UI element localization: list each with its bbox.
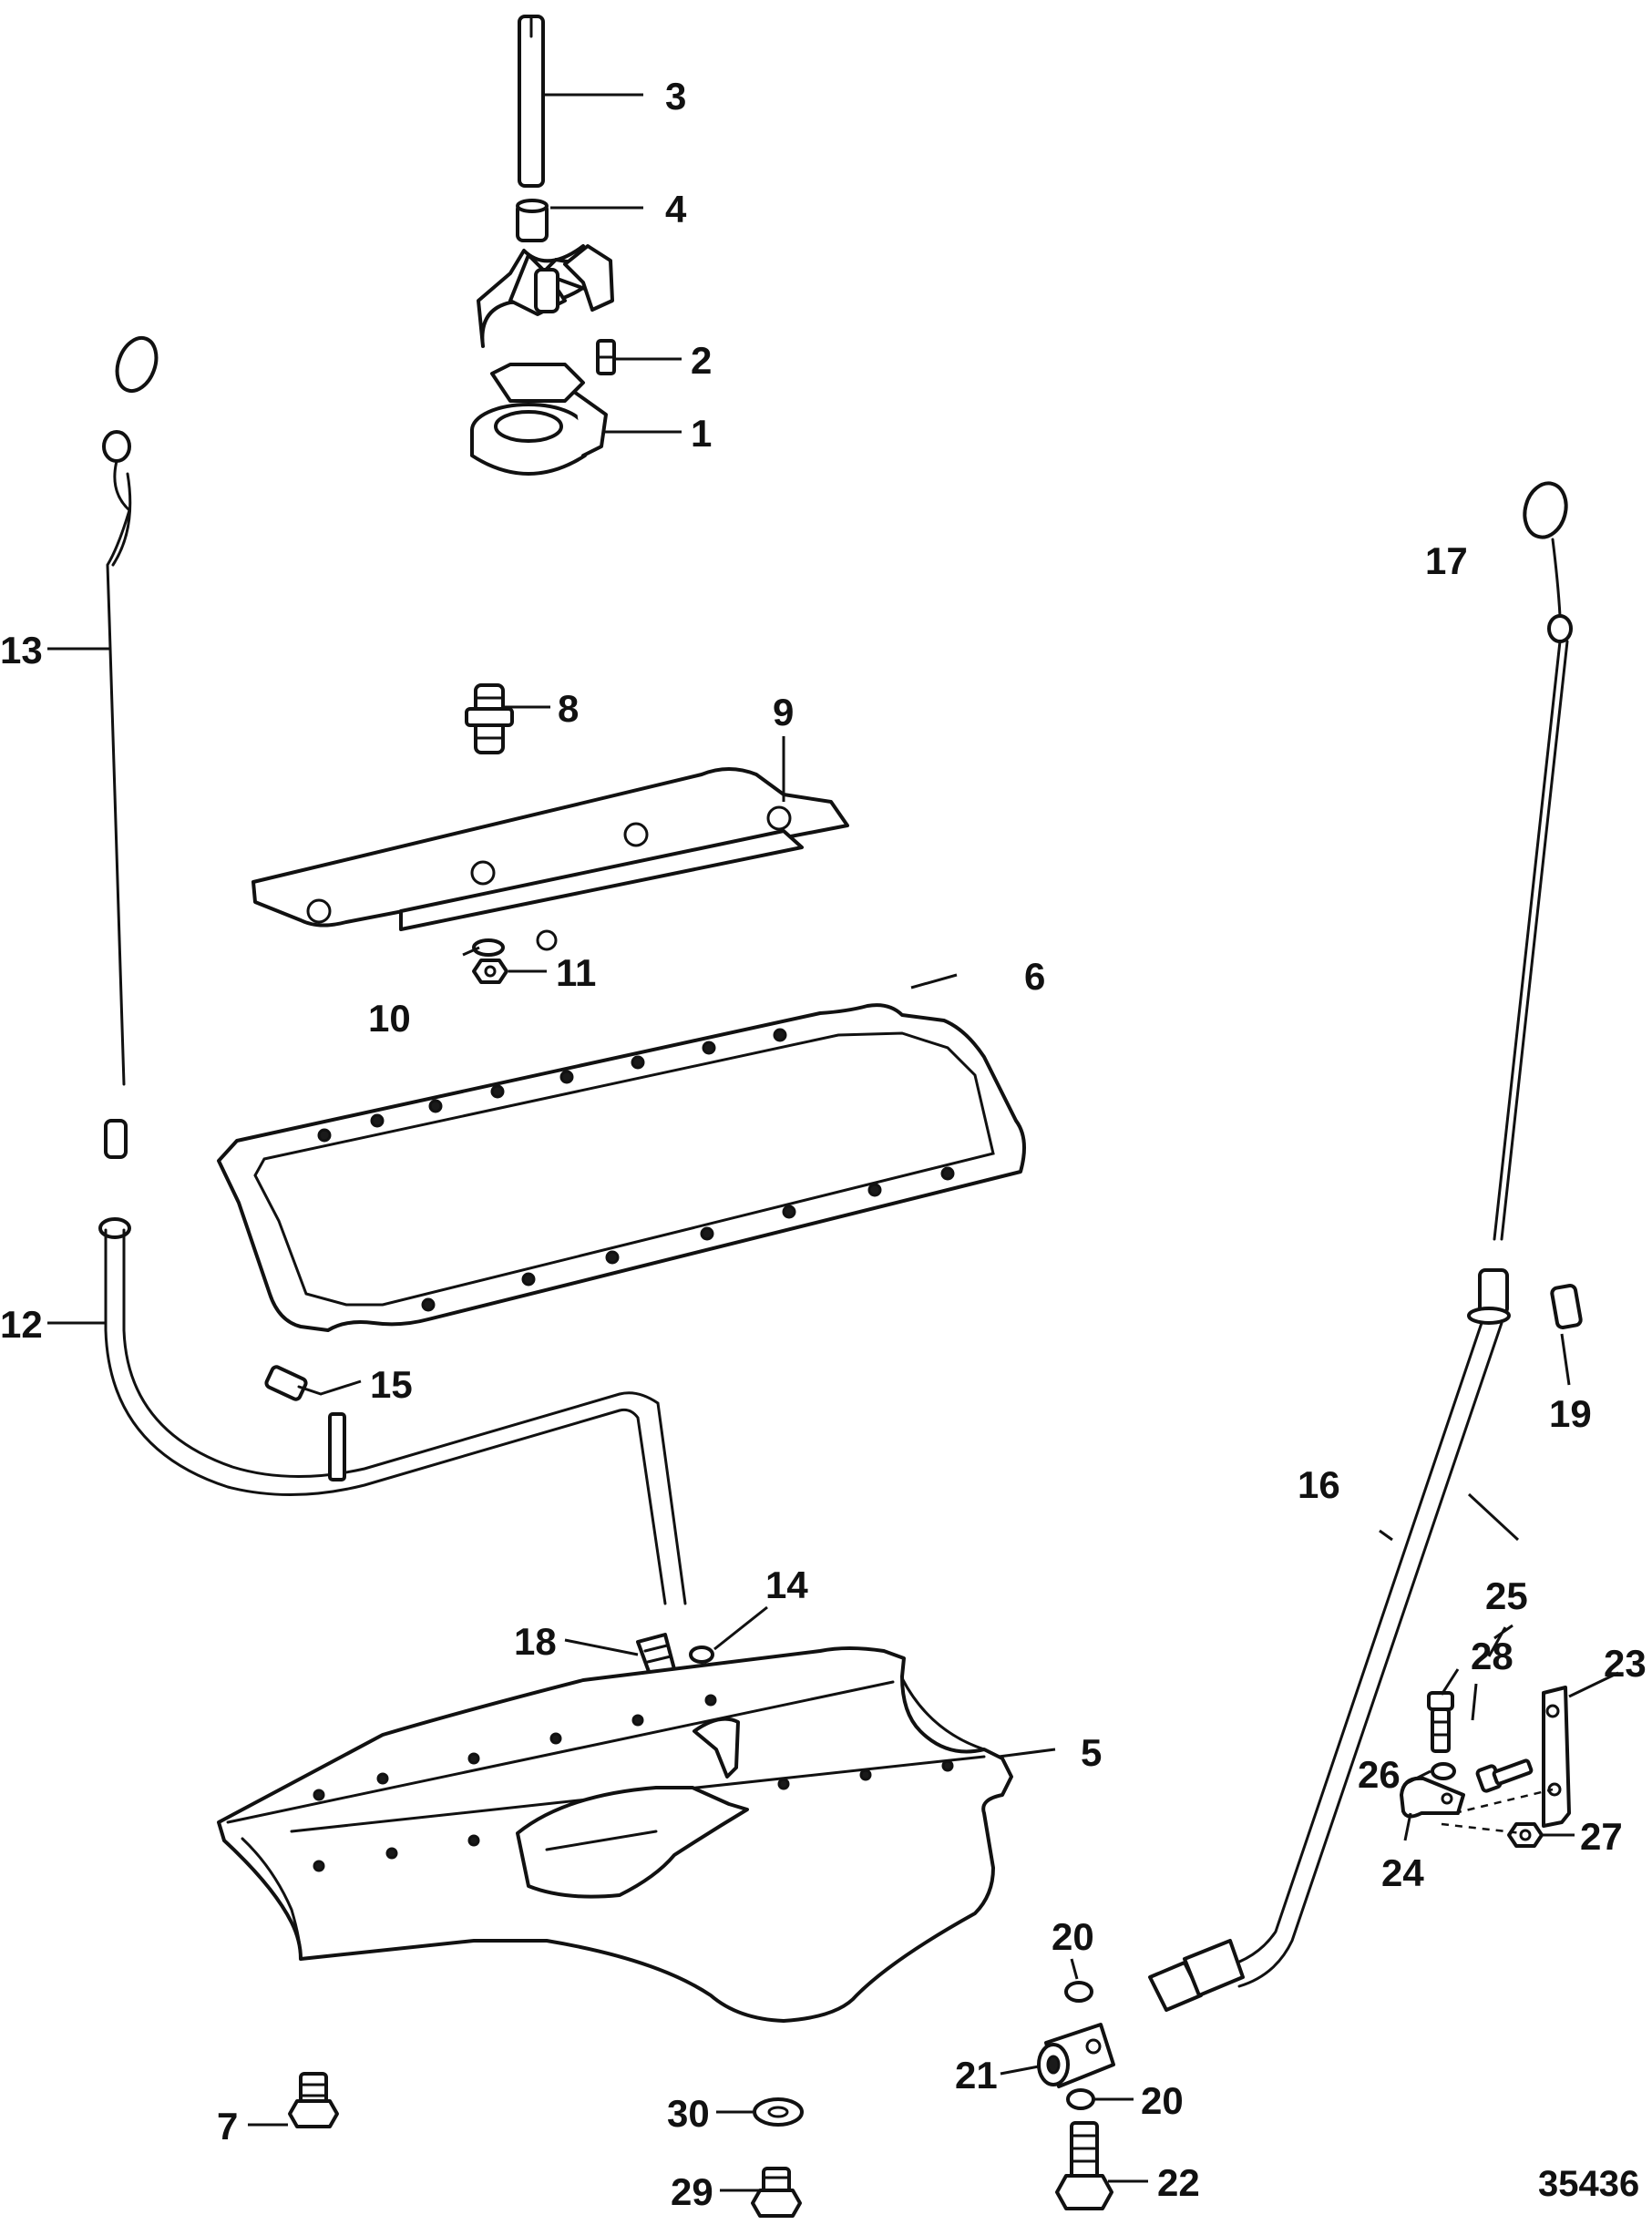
part-13-dipstick bbox=[102, 335, 159, 1086]
callout-11: 11 bbox=[556, 951, 596, 994]
callout-20-upper: 20 bbox=[1052, 1915, 1094, 1958]
part-19-sleeve bbox=[1550, 1284, 1583, 1329]
callout-22: 22 bbox=[1157, 2161, 1200, 2204]
callout-6: 6 bbox=[1024, 955, 1045, 998]
part-1-oil-pump bbox=[470, 244, 614, 476]
part-8-stud bbox=[465, 683, 514, 754]
part-5-oil-pan bbox=[217, 1646, 1013, 2023]
leader-lines bbox=[47, 93, 1619, 2192]
part-23-bracket bbox=[1542, 1686, 1571, 1828]
callout-20-lower: 20 bbox=[1141, 2079, 1184, 2122]
part-22-fitting bbox=[1055, 2121, 1113, 2210]
part-3-pump-shaft bbox=[518, 15, 545, 188]
part-11-nut bbox=[472, 959, 508, 984]
part-28-bolt bbox=[1475, 1758, 1534, 1793]
part-29-bolt bbox=[751, 2167, 802, 2218]
callout-24: 24 bbox=[1381, 1851, 1424, 1894]
part-20-o-ring-lower bbox=[1066, 2088, 1095, 2110]
callout-3: 3 bbox=[665, 75, 686, 118]
callout-29: 29 bbox=[671, 2170, 713, 2213]
part-21-fitting bbox=[1037, 2023, 1115, 2088]
part-17-dipstick bbox=[1493, 481, 1573, 1241]
part-16-dipstick-tube bbox=[1148, 1268, 1511, 2012]
part-27-nut bbox=[1507, 1822, 1544, 1848]
callout-8: 8 bbox=[558, 687, 579, 730]
callout-1: 1 bbox=[691, 412, 712, 455]
callout-19: 19 bbox=[1549, 1392, 1592, 1435]
part-26-washer bbox=[1431, 1762, 1456, 1780]
callout-23: 23 bbox=[1604, 1642, 1647, 1685]
callout-28: 28 bbox=[1471, 1635, 1513, 1677]
part-12-dipstick-tube bbox=[98, 1119, 687, 1605]
callout-9: 9 bbox=[773, 691, 794, 733]
callout-18: 18 bbox=[514, 1620, 557, 1663]
callout-16: 16 bbox=[1298, 1463, 1340, 1506]
callout-26: 26 bbox=[1358, 1753, 1401, 1796]
callout-27: 27 bbox=[1580, 1815, 1623, 1858]
part-30-washer bbox=[753, 2097, 804, 2127]
callout-30: 30 bbox=[667, 2092, 710, 2135]
callout-13: 13 bbox=[0, 629, 43, 672]
part-4-sleeve bbox=[516, 199, 549, 242]
part-14-o-ring bbox=[689, 1645, 714, 1664]
gasket-bolt-holes bbox=[317, 1028, 955, 1312]
bracket-alignment-dash-lines bbox=[1441, 1788, 1554, 1835]
callout-12: 12 bbox=[0, 1303, 43, 1346]
part-20-o-ring-upper bbox=[1064, 1981, 1093, 2003]
callout-21: 21 bbox=[955, 2054, 998, 2097]
part-6-oil-pan-gasket bbox=[217, 1003, 1026, 1332]
callout-15: 15 bbox=[370, 1363, 413, 1406]
part-7-drain-plug bbox=[288, 2072, 339, 2128]
part-10-washer bbox=[472, 938, 505, 957]
figure-number: 35436 bbox=[1538, 2164, 1639, 2204]
part-9-windage-tray bbox=[251, 767, 849, 951]
callout-25: 25 bbox=[1485, 1574, 1528, 1617]
callout-17: 17 bbox=[1425, 539, 1468, 582]
part-2-bolt bbox=[596, 339, 616, 375]
pan-flange-holes bbox=[313, 1694, 954, 1872]
callout-7: 7 bbox=[217, 2105, 238, 2148]
callout-10: 10 bbox=[368, 997, 411, 1040]
callout-labels: 3 4 2 1 13 8 9 17 10 11 6 12 15 19 16 14… bbox=[0, 75, 1647, 2213]
part-15-bolt bbox=[264, 1365, 323, 1401]
part-25-bolt bbox=[1427, 1691, 1454, 1753]
callout-14: 14 bbox=[765, 1563, 808, 1606]
part-24-clip bbox=[1400, 1776, 1465, 1819]
callout-4: 4 bbox=[665, 188, 687, 231]
callout-2: 2 bbox=[691, 339, 712, 382]
callout-5: 5 bbox=[1081, 1731, 1102, 1774]
